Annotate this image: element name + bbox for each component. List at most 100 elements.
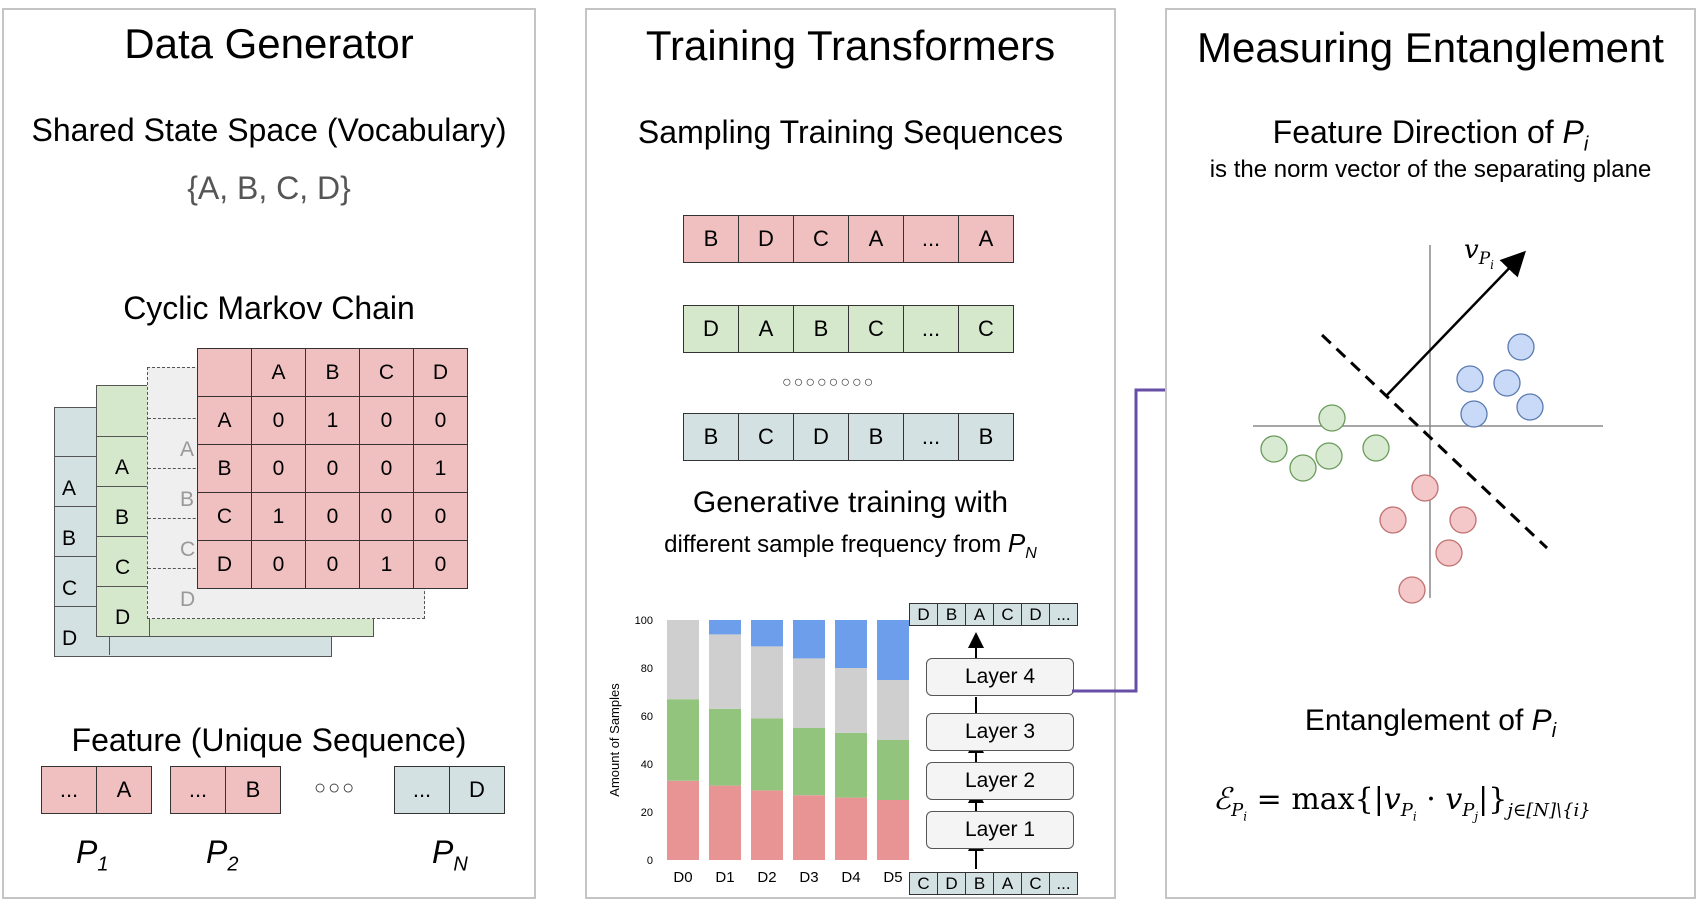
- bar-segment: [877, 740, 909, 800]
- sequence-ellipsis: ○○○○○○○○: [782, 374, 876, 391]
- feature-token: A: [96, 766, 152, 814]
- blue-point: [1507, 333, 1535, 361]
- feature-sequence: ...A: [41, 766, 152, 814]
- sequence-token: A: [848, 215, 904, 263]
- transformer-layer-3: Layer 3: [926, 713, 1074, 751]
- feature-direction-sublabel: is the norm vector of the separating pla…: [1209, 156, 1652, 183]
- input-token: B: [965, 872, 994, 895]
- bar-segment: [877, 800, 909, 860]
- markov-chain-label: Cyclic Markov Chain: [123, 290, 415, 326]
- x-tick-label: D4: [841, 869, 860, 886]
- matrix-cell: 0: [359, 396, 414, 445]
- sampling-label: Sampling Training Sequences: [637, 114, 1064, 150]
- red-point: [1449, 506, 1477, 534]
- matrix-cell: 1: [359, 540, 414, 589]
- generative-label: Generative training with: [692, 486, 1009, 519]
- x-tick-label: D3: [799, 869, 818, 886]
- input-token: C: [1021, 872, 1050, 895]
- panel-title: Measuring Entanglement: [1197, 24, 1664, 71]
- blue-point: [1493, 369, 1521, 397]
- bar-segment: [667, 620, 699, 700]
- sequence-token: A: [958, 215, 1014, 263]
- bar-segment: [709, 634, 741, 709]
- bar-segment: [835, 668, 867, 733]
- bar-segment: [793, 795, 825, 860]
- matrix-col-header: D: [413, 348, 468, 397]
- y-tick-label: 40: [641, 759, 653, 771]
- output-token: B: [937, 603, 966, 626]
- output-token: A: [965, 603, 994, 626]
- transformer-layer-2: Layer 2: [926, 762, 1074, 800]
- bar-segment: [751, 718, 783, 791]
- bar-segment: [751, 790, 783, 860]
- output-token: ...: [1049, 603, 1078, 626]
- matrix-corner: [197, 348, 252, 397]
- bar-segment: [793, 728, 825, 796]
- matrix-cell: 0: [305, 492, 360, 541]
- green-point: [1315, 442, 1343, 470]
- bar-segment: [751, 620, 783, 647]
- x-tick-label: D0: [673, 869, 692, 886]
- transformer-layer-1: Layer 1: [926, 811, 1074, 849]
- red-point: [1435, 539, 1463, 567]
- sequence-token: B: [683, 413, 739, 461]
- matrix-row-header: C: [197, 492, 252, 541]
- green-point: [1260, 435, 1288, 463]
- matrix-cell: 1: [413, 444, 468, 493]
- y-tick-label: 20: [641, 807, 653, 819]
- entanglement-label: Entanglement of Pi: [1304, 704, 1557, 742]
- matrix-cell: 0: [251, 444, 306, 493]
- feature-token: ...: [170, 766, 226, 814]
- feature-name: PN: [432, 834, 468, 876]
- sequence-token: C: [848, 305, 904, 353]
- separating-plane: [1320, 333, 1549, 550]
- bar-segment: [793, 658, 825, 728]
- bar-segment: [877, 620, 909, 680]
- sequence-token: ...: [903, 215, 959, 263]
- matrix-row: D 0 0 1 0: [197, 540, 468, 589]
- red-point: [1379, 506, 1407, 534]
- input-token-row: C D B A C ...: [909, 872, 1078, 895]
- sequence-token: D: [683, 305, 739, 353]
- vocabulary-set: {A, B, C, D}: [187, 170, 351, 206]
- red-cluster: [1379, 474, 1477, 604]
- feature-direction-label: Feature Direction of Pi: [1272, 114, 1589, 156]
- blue-cluster: [1456, 333, 1544, 428]
- feature-token: ...: [41, 766, 97, 814]
- x-tick-label: D2: [757, 869, 776, 886]
- green-point: [1289, 454, 1317, 482]
- y-tick-label: 60: [641, 711, 653, 723]
- blue-point: [1460, 400, 1488, 428]
- red-point: [1411, 474, 1439, 502]
- input-token: D: [937, 872, 966, 895]
- green-point: [1362, 434, 1390, 462]
- matrix-cell: 0: [305, 444, 360, 493]
- bar-segment: [793, 620, 825, 659]
- training-panel: Training Transformers Sampling Training …: [585, 8, 1116, 899]
- bar-segment: [667, 780, 699, 860]
- matrix-cell: 0: [413, 396, 468, 445]
- bar-segment: [709, 785, 741, 860]
- sequence-token: B: [683, 215, 739, 263]
- bar-segment: [751, 646, 783, 719]
- matrix-row: A 0 1 0 0: [197, 396, 468, 445]
- matrix-row-header: B: [197, 444, 252, 493]
- matrix-col-header: A: [251, 348, 306, 397]
- entanglement-panel: Measuring Entanglement Feature Direction…: [1165, 8, 1696, 899]
- matrix-cell: 0: [251, 540, 306, 589]
- matrix-cell: 0: [359, 444, 414, 493]
- y-tick-label: 100: [635, 615, 653, 627]
- feature-name: P2: [206, 834, 239, 876]
- entanglement-formula: ℰPi = max{|vPi · vPj|}j∈[N]\{i}: [1213, 782, 1591, 824]
- feature-token: ...: [394, 766, 450, 814]
- x-tick-label: D5: [883, 869, 902, 886]
- bar-segment: [835, 620, 867, 668]
- input-token: C: [909, 872, 938, 895]
- input-token: ...: [1049, 872, 1078, 895]
- sequence-token: D: [793, 413, 849, 461]
- training-sequence: B C D B ... B: [683, 413, 1014, 461]
- feature-name: P1: [76, 834, 109, 876]
- sequence-token: ...: [903, 413, 959, 461]
- red-point: [1398, 576, 1426, 604]
